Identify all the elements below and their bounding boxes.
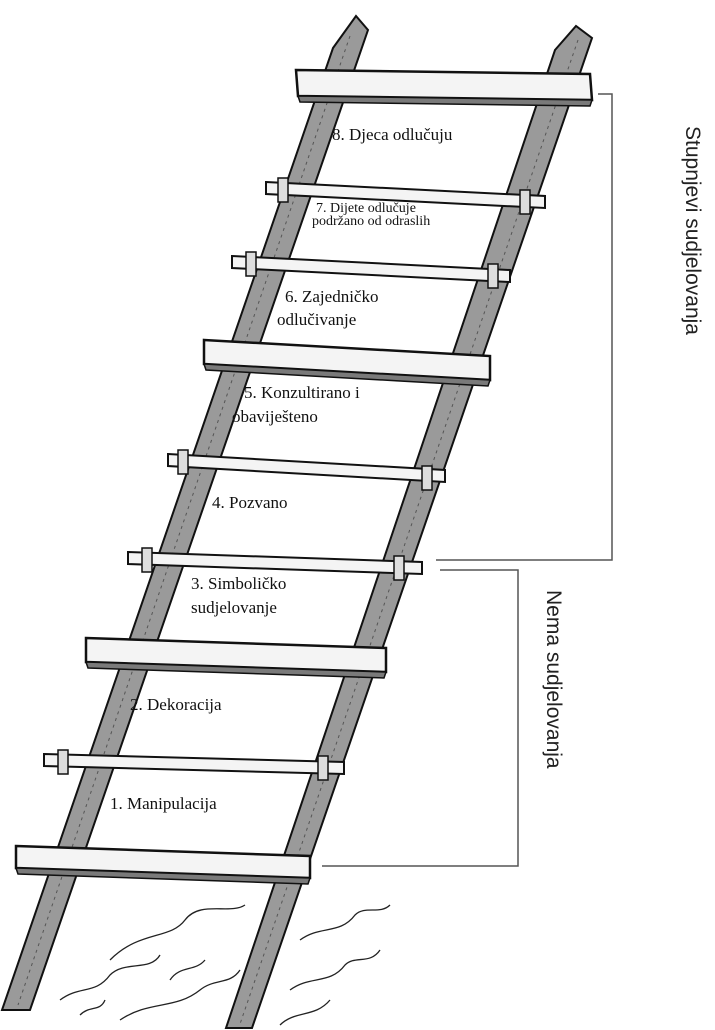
rung-rod-1: [43, 749, 345, 781]
rung-label-8: 8. Djeca odlučuju: [332, 125, 453, 144]
rung-label-2: 2. Dekoracija: [130, 695, 222, 714]
group-label-non-participation: Nema sudjelovanja: [542, 590, 565, 769]
rung-plank-bottom: [14, 844, 312, 885]
bracket-non-participation: [322, 569, 519, 867]
rung-rod-4: [167, 449, 446, 491]
rungs: [14, 68, 594, 885]
rung-rod-7: [265, 177, 546, 215]
rung-rod-6: [231, 251, 511, 289]
rung-label-1: 1. Manipulacija: [110, 794, 217, 813]
rung-label-3: 3. Simboličko sudjelovanje: [191, 574, 291, 617]
rung-label-5: 5. Konzultirano i obaviješteno: [232, 383, 364, 426]
group-label-participation: Stupnjevi sudjelovanja: [681, 126, 704, 335]
rung-labels: 8. Djeca odlučuju 7. Dijete odlučuje pod…: [110, 125, 453, 813]
rung-plank-2: [84, 636, 388, 679]
rung-rod-3: [127, 547, 423, 581]
rung-plank-top: [294, 68, 594, 107]
rung-label-7: 7. Dijete odlučuje podržano od odraslih: [312, 201, 430, 229]
bracket-participation: [436, 93, 613, 561]
rung-label-6: 6. Zajedničko odlučivanje: [277, 287, 383, 329]
rung-label-4: 4. Pozvano: [212, 493, 288, 512]
rung-plank-5: [202, 338, 492, 387]
ground-scribble: [59, 904, 391, 1026]
